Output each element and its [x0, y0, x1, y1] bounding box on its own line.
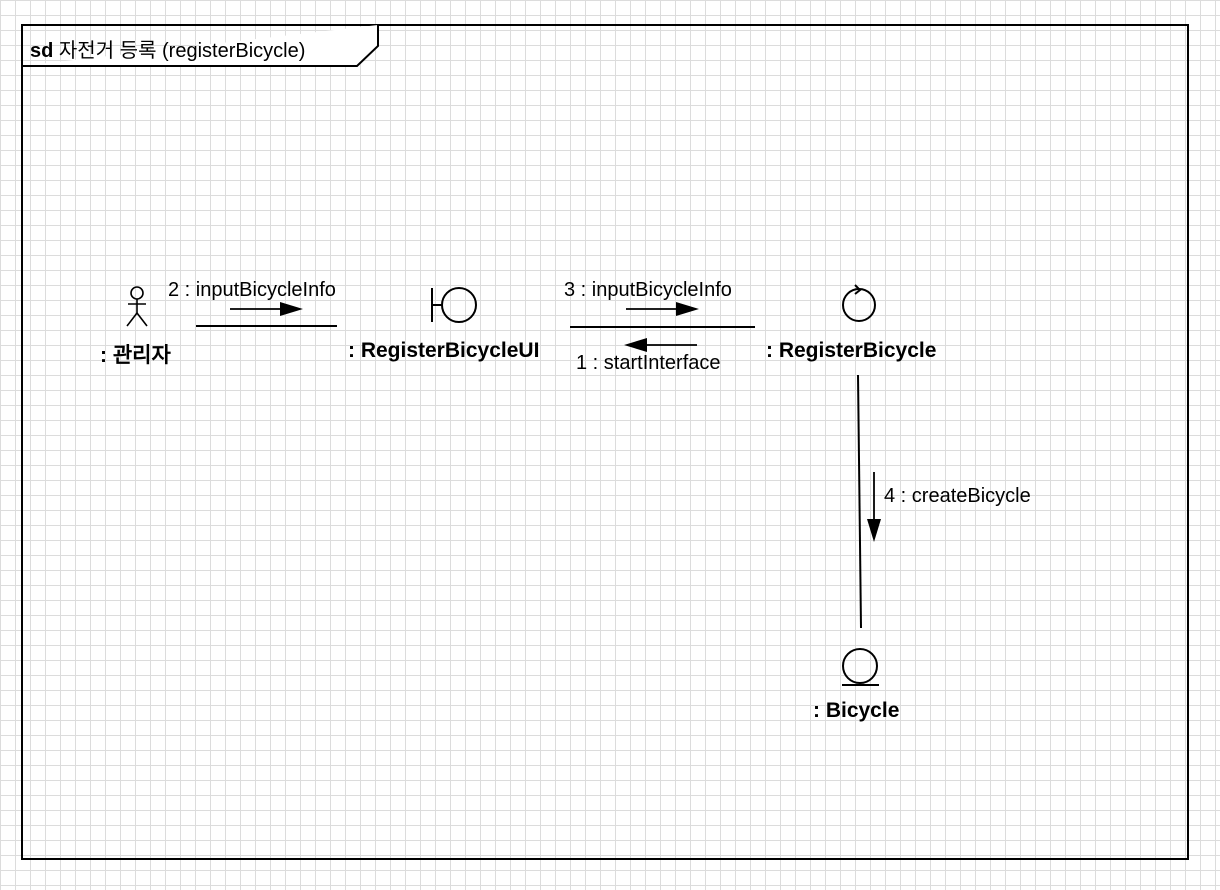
message-3-arrow — [626, 302, 699, 316]
frame-title: sd 자전거 등록 (registerBicycle) — [30, 34, 305, 63]
boundary-icon — [431, 287, 477, 323]
control-label: : RegisterBicycle — [766, 339, 937, 362]
message-4-label: 4 : createBicycle — [884, 485, 1031, 507]
link-control-entity — [857, 374, 862, 629]
message-1-label: 1 : startInterface — [576, 352, 721, 374]
frame-keyword: sd — [30, 40, 54, 62]
message-2-label: 2 : inputBicycleInfo — [168, 279, 336, 301]
entity-icon — [842, 648, 879, 686]
message-2-arrow — [230, 302, 303, 316]
frame-border — [21, 24, 1189, 860]
frame-name: 자전거 등록 (registerBicycle) — [58, 40, 306, 62]
message-4-arrow — [867, 472, 881, 542]
actor-icon — [126, 286, 148, 327]
actor-label: : 관리자 — [100, 344, 171, 367]
entity-label: : Bicycle — [813, 699, 900, 722]
control-icon — [842, 284, 876, 322]
frame-tab — [22, 25, 379, 67]
boundary-label: : RegisterBicycleUI — [348, 339, 540, 362]
message-1-arrow — [624, 338, 697, 352]
message-3-label: 3 : inputBicycleInfo — [564, 279, 732, 301]
